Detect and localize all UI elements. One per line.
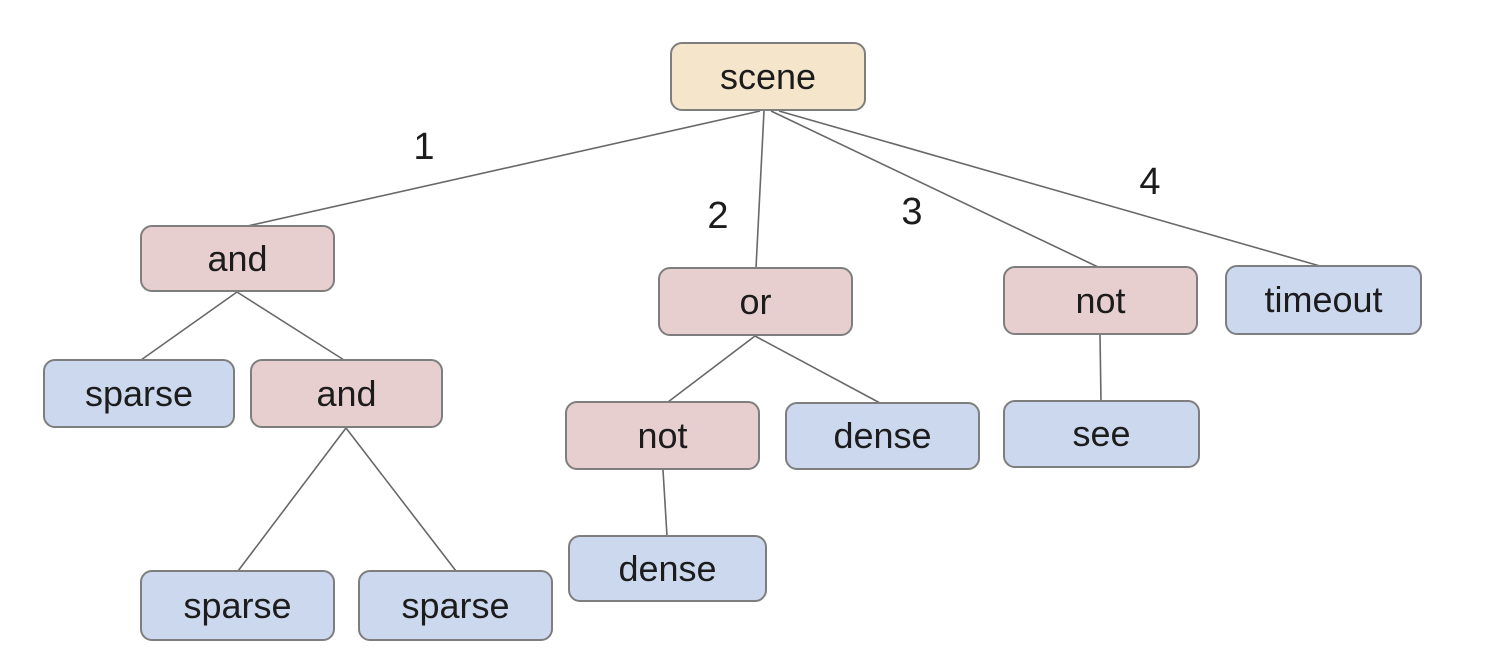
edge-scene-and1 [242,110,761,228]
edge-or1-not2 [667,335,756,403]
edge-scene-or1 [755,110,765,269]
edge-and2-sparse3 [345,427,457,572]
node-and-1: and [140,225,335,292]
node-not-1: not [1003,266,1198,335]
edge-and1-sparse1 [140,291,238,361]
node-dense-2: dense [568,535,767,602]
edge-label-1: 1 [413,126,435,168]
node-dense-1: dense [785,402,980,470]
edge-label-4: 4 [1139,161,1161,203]
node-scene: scene [670,42,866,111]
node-timeout-1: timeout [1225,265,1422,335]
node-or-1: or [658,267,853,336]
node-and-2: and [250,359,443,428]
node-sparse-1: sparse [43,359,235,428]
edge-label-2: 2 [707,195,729,237]
node-sparse-2: sparse [140,570,335,641]
edge-label-3: 3 [901,191,923,233]
node-not-2: not [565,401,760,470]
edge-and2-sparse2 [237,427,347,572]
node-see-1: see [1003,400,1200,468]
node-sparse-3: sparse [358,570,553,641]
edge-not2-dense2 [662,469,668,537]
edge-and1-and2 [236,291,345,361]
edge-scene-not1 [770,110,1099,268]
edge-or1-dense1 [754,335,881,404]
edge-scene-timeout1 [778,110,1321,267]
edge-not1-see1 [1099,334,1102,402]
